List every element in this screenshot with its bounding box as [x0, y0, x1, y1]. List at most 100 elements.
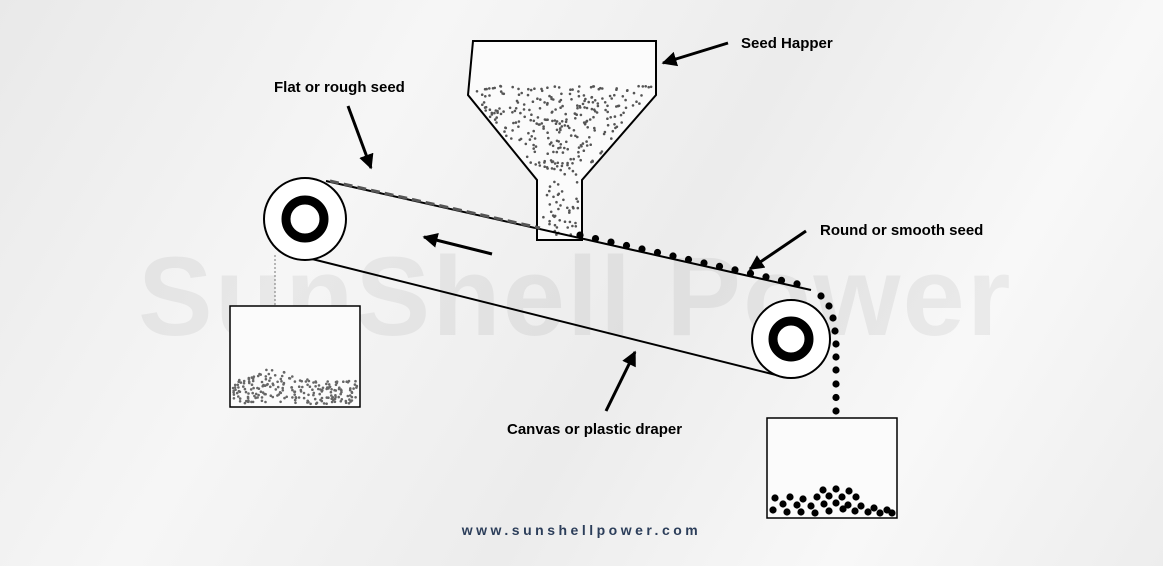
- seed-dot: [579, 158, 582, 162]
- flat-seed-pile: [231, 368, 359, 406]
- seed-dot: [525, 155, 529, 159]
- seed-dot: [511, 85, 514, 89]
- seed-dot: [559, 143, 563, 146]
- round-seed-box: [766, 417, 898, 519]
- seed-dot: [502, 110, 505, 113]
- seed-dot: [261, 384, 265, 388]
- seed-dot: [529, 118, 532, 122]
- seed-dot: [514, 121, 518, 124]
- seed-dot: [548, 203, 552, 206]
- seed-dot: [603, 130, 607, 134]
- seed-dot: [534, 163, 537, 166]
- seed-dot: [233, 383, 237, 387]
- seed-dot: [247, 378, 251, 381]
- seed-dot: [519, 137, 523, 141]
- seed-dot: [564, 120, 568, 124]
- seed-dot: [540, 87, 543, 91]
- seed-dot: [550, 111, 554, 114]
- seed-dot: [257, 387, 261, 391]
- seed-dot: [333, 388, 336, 392]
- seed-dot: [319, 398, 322, 402]
- seed-dot: [638, 245, 646, 253]
- seed-dot: [653, 248, 662, 257]
- seed-dot: [527, 131, 530, 135]
- seed-dot: [288, 376, 291, 380]
- seed-dot: [700, 259, 708, 267]
- seed-dot: [499, 85, 503, 88]
- seed-dot: [555, 200, 558, 204]
- seed-dot: [581, 142, 585, 145]
- seed-dot: [253, 394, 256, 398]
- seed-dot: [244, 390, 248, 394]
- seed-dot: [647, 85, 650, 89]
- seed-dot: [522, 103, 526, 106]
- seed-dot: [596, 104, 600, 108]
- seed-dot: [638, 102, 641, 105]
- seed-dot: [825, 492, 833, 500]
- seed-dot: [513, 109, 517, 113]
- seed-dot: [606, 110, 609, 114]
- seed-dot: [566, 163, 569, 167]
- seed-dot: [793, 280, 801, 288]
- seed-dot: [297, 385, 301, 389]
- seed-dot: [553, 162, 557, 165]
- flat-seed-label: Flat or rough seed: [274, 79, 405, 96]
- seed-dot: [556, 183, 560, 186]
- seed-dot: [266, 382, 269, 386]
- seed-dot: [236, 383, 240, 387]
- seed-dot: [825, 302, 833, 310]
- seed-dot: [560, 125, 564, 128]
- seed-dot: [601, 97, 604, 100]
- seed-dot: [559, 146, 562, 149]
- seed-dot: [831, 327, 839, 335]
- seed-dot: [349, 387, 352, 390]
- seed-dot: [558, 131, 561, 134]
- seed-dot: [520, 91, 523, 95]
- seed-dot: [264, 375, 268, 378]
- seed-dot: [563, 146, 566, 150]
- seed-dot: [330, 394, 333, 397]
- seed-dot: [555, 120, 559, 123]
- seed-dot: [243, 401, 247, 405]
- seed-dot: [548, 189, 551, 193]
- seed-dot: [250, 400, 253, 404]
- seed-dot: [307, 400, 310, 404]
- seed-dot: [540, 122, 544, 125]
- seed-dot: [574, 112, 577, 116]
- seed-dot: [644, 85, 647, 88]
- seed-dot: [242, 385, 245, 388]
- seed-dot: [550, 167, 554, 170]
- seed-dot: [566, 124, 570, 128]
- seed-dot: [608, 94, 612, 98]
- seed-dot: [558, 122, 561, 125]
- seed-dot: [669, 252, 677, 260]
- seed-dot: [558, 219, 561, 222]
- seed-dot: [585, 140, 588, 143]
- seed-dot: [609, 116, 612, 119]
- seed-dot: [538, 164, 542, 167]
- seed-dot: [543, 165, 546, 168]
- seed-dot: [533, 137, 537, 140]
- seed-dot: [503, 130, 506, 133]
- seed-dot: [519, 111, 522, 115]
- seed-dot: [298, 379, 302, 382]
- seed-dot: [340, 390, 343, 394]
- left-pulley: [263, 177, 347, 261]
- seed-dot: [279, 400, 282, 404]
- seed-dot: [779, 500, 787, 508]
- seed-dot: [326, 380, 330, 383]
- seed-dot: [238, 397, 242, 400]
- seed-dot: [233, 386, 237, 389]
- seed-dot: [534, 145, 538, 148]
- seed-dot: [576, 206, 580, 210]
- seed-dot: [575, 181, 579, 184]
- seed-dot: [591, 101, 595, 104]
- seed-dot: [786, 493, 794, 501]
- seed-dot: [322, 402, 326, 405]
- seed-dot: [783, 508, 791, 516]
- seed-dot: [574, 225, 578, 228]
- seed-dot: [548, 185, 552, 188]
- seed-dot: [536, 97, 539, 100]
- seed-dot: [588, 136, 591, 139]
- seed-dot: [611, 129, 615, 133]
